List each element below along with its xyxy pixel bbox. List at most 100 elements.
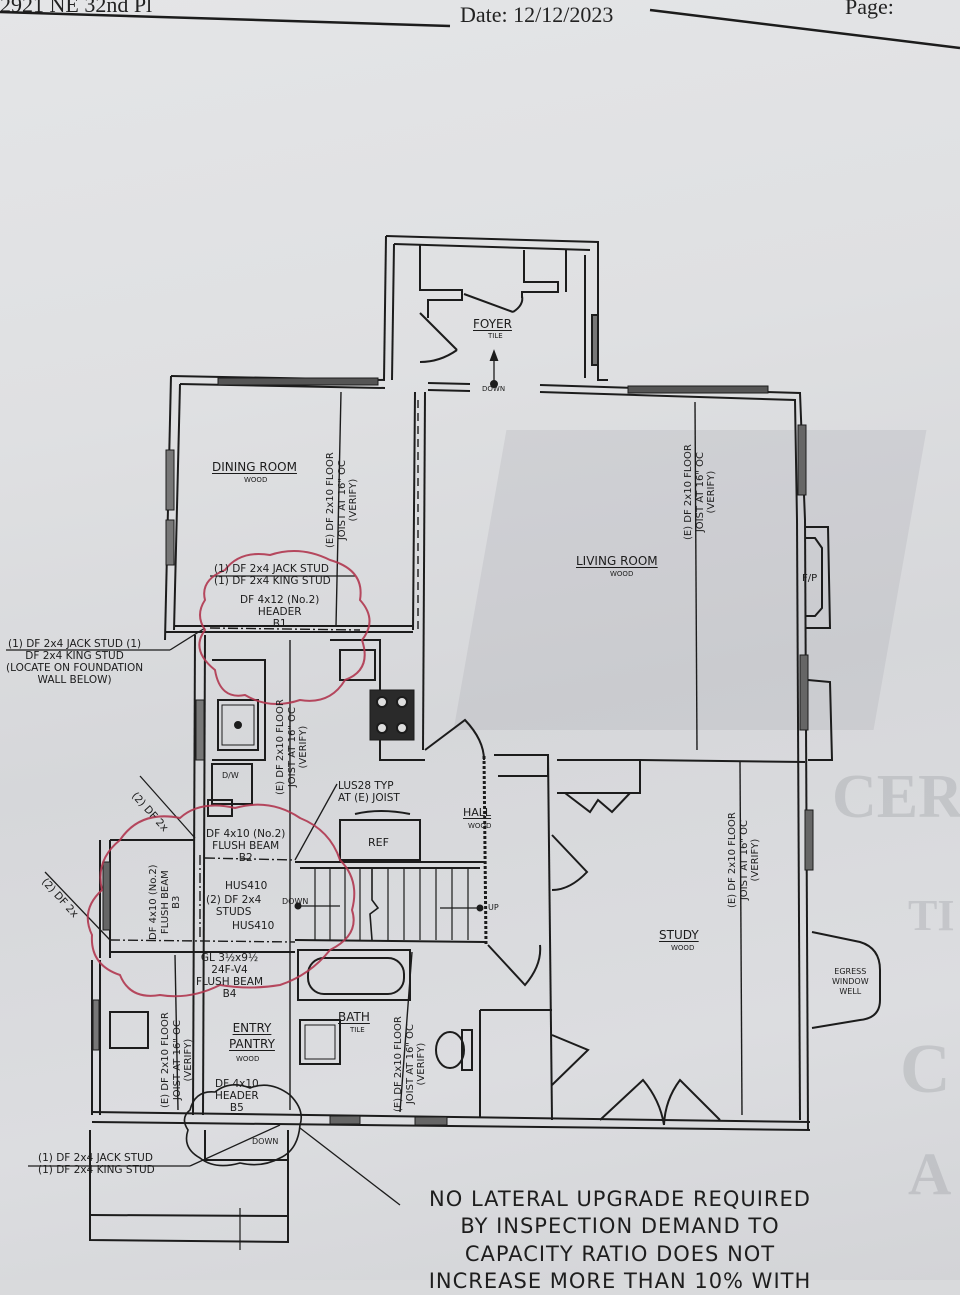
lus-line-1: LUS28 TYP — [338, 780, 394, 792]
page-label: Page: — [845, 0, 894, 19]
joist-line-3: (VERIFY) — [750, 838, 761, 882]
left-locate-note: (LOCATE ON FOUNDATION — [6, 662, 144, 675]
stair-up-label: UP — [488, 903, 499, 912]
general-note-line-4: INCREASE MORE THAN 10% WITH — [428, 1268, 812, 1293]
left-king-stud: DF 2x4 KING STUD — [25, 650, 124, 663]
ghost-stamp-4: A — [908, 1141, 952, 1207]
b3-size: DF 4x10 (No.2) — [148, 864, 159, 940]
general-note-line-3: CAPACITY RATIO DOES NOT — [464, 1241, 776, 1266]
b2-size: DF 4x10 (No.2) — [206, 828, 286, 840]
b5-header-callout: DF 4x10 HEADER B5 — [215, 1078, 259, 1114]
room-finish-living-room: WOOD — [610, 570, 634, 578]
b4-grade: 24F-V4 — [211, 964, 248, 977]
joist-line-3: (VERIFY) — [183, 1038, 194, 1082]
hus410-bottom-callout: HUS410 — [232, 920, 275, 932]
b4-beam-callout: GL 3½x9½ 24F-V4 FLUSH BEAM B4 — [196, 952, 263, 1000]
b2-tag: B2 — [238, 852, 253, 865]
b3-beam-callout: DF 4x10 (No.2) FLUSH BEAM B3 — [148, 864, 183, 940]
left-stud-callout: (1) DF 2x4 JACK STUD (1) DF 2x4 KING STU… — [6, 638, 143, 686]
left-locate-note-2: WALL BELOW) — [37, 674, 112, 687]
egress-window-well-label: EGRESS WINDOW WELL — [832, 967, 869, 997]
room-finish-study: WOOD — [671, 944, 695, 952]
b4-size: GL 3½x9½ — [200, 952, 259, 964]
joist-line-3: (VERIFY) — [348, 478, 359, 522]
b1-tag: B1 — [272, 618, 287, 631]
lus-line-2: AT (E) JOIST — [338, 792, 400, 805]
joist-line-3: (VERIFY) — [416, 1042, 427, 1086]
b3-type: FLUSH BEAM — [159, 870, 171, 935]
b4-type: FLUSH BEAM — [196, 976, 264, 989]
room-label-bath: BATH — [338, 1010, 370, 1024]
room-finish-foyer: TILE — [488, 332, 503, 340]
joist-line-3: (VERIFY) — [706, 470, 717, 514]
bottom-jack-stud: (1) DF 2x4 JACK STUD — [38, 1152, 153, 1164]
stair-down-label: DOWN — [282, 897, 309, 906]
joist-note-kitchen: (E) DF 2x10 FLOOR JOIST AT 16" OC (VERIF… — [275, 699, 310, 795]
joist-note-dining: (E) DF 2x10 FLOOR JOIST AT 16" OC (VERIF… — [325, 452, 360, 548]
studs-size: (2) DF 2x4 — [206, 894, 262, 906]
egress-line-2: WINDOW — [832, 977, 869, 986]
left-jack-stud: (1) DF 2x4 JACK STUD (1) — [8, 638, 142, 650]
foyer-down-label: DOWN — [482, 385, 506, 393]
b3-tag: B3 — [171, 895, 182, 909]
room-label-entry-pantry: ENTRY PANTRY — [229, 1021, 275, 1051]
b1-king-stud: (1) DF 2x4 KING STUD — [214, 575, 331, 588]
room-label-living-room: LIVING ROOM — [576, 554, 658, 568]
joist-line-1: (E) DF 2x10 FLOOR — [683, 444, 694, 540]
joist-note-bath: (E) DF 2x10 FLOOR JOIST AT 16" OC (VERIF… — [393, 1016, 428, 1112]
b1-type: HEADER — [257, 606, 302, 619]
general-lateral-note: NO LATERAL UPGRADE REQUIRED BY INSPECTIO… — [400, 1186, 840, 1295]
joist-line-2: JOIST AT 16" OC — [694, 452, 706, 533]
egress-line-3: WELL — [839, 987, 862, 996]
joist-line-2: JOIST AT 16" OC — [171, 1020, 183, 1101]
dishwasher-label: D/W — [222, 771, 239, 780]
general-note-line-1: NO LATERAL UPGRADE REQUIRED — [429, 1187, 811, 1211]
hus410-top-callout: HUS410 — [225, 880, 268, 892]
room-finish-bath: TILE — [350, 1026, 365, 1034]
lus28-callout: LUS28 TYP AT (E) JOIST — [338, 780, 400, 804]
b2-beam-callout: DF 4x10 (No.2) FLUSH BEAM B2 — [206, 828, 285, 864]
joist-line-1: (E) DF 2x10 FLOOR — [393, 1016, 404, 1112]
b1-stud-callout: (1) DF 2x4 JACK STUD (1) DF 2x4 KING STU… — [214, 563, 331, 587]
b5-type: HEADER — [215, 1090, 259, 1103]
studs-type: STUDS — [215, 906, 252, 919]
studs-callout: (2) DF 2x4 STUDS — [206, 894, 261, 918]
room-finish-entry-pantry: WOOD — [236, 1055, 260, 1063]
b1-size: DF 4x12 (No.2) — [240, 594, 320, 606]
joist-note-living: (E) DF 2x10 FLOOR JOIST AT 16" OC (VERIF… — [683, 444, 718, 540]
ghost-stamp-3: C — [900, 1031, 951, 1108]
room-finish-hall: WOOD — [468, 822, 492, 830]
joist-line-1: (E) DF 2x10 FLOOR — [325, 452, 336, 548]
joist-line-1: (E) DF 2x10 FLOOR — [727, 812, 738, 908]
joist-note-study: (E) DF 2x10 FLOOR JOIST AT 16" OC (VERIF… — [727, 812, 762, 908]
bottom-stud-callout: (1) DF 2x4 JACK STUD (1) DF 2x4 KING STU… — [38, 1152, 155, 1176]
joist-line-2: JOIST AT 16" OC — [404, 1024, 416, 1105]
b2-type: FLUSH BEAM — [212, 840, 280, 853]
refrigerator-label: REF — [368, 836, 389, 849]
room-label-hall: HALL — [463, 806, 492, 819]
fireplace-label: F/P — [802, 573, 818, 584]
date-header: Date: 12/12/2023 — [460, 2, 614, 27]
general-note-line-2: BY INSPECTION DEMAND TO — [460, 1214, 780, 1239]
joist-line-2: JOIST AT 16" OC — [336, 460, 348, 541]
joist-note-pantry: (E) DF 2x10 FLOOR JOIST AT 16" OC (VERIF… — [160, 1012, 195, 1108]
room-label-foyer: FOYER — [473, 317, 512, 331]
room-finish-dining-room: WOOD — [244, 476, 268, 484]
room-label-study: STUDY — [659, 928, 699, 942]
b1-header-callout: DF 4x12 (No.2) HEADER B1 — [240, 594, 319, 630]
joist-line-1: (E) DF 2x10 FLOOR — [275, 699, 286, 795]
joist-line-2: JOIST AT 16" OC — [286, 707, 298, 788]
joist-line-3: (VERIFY) — [298, 725, 309, 769]
ghost-stamp-2: TI — [908, 891, 955, 940]
b4-tag: B4 — [222, 988, 237, 1001]
ghost-stamp-1: CER — [832, 763, 960, 831]
b1-jack-stud: (1) DF 2x4 JACK STUD — [214, 563, 329, 575]
b5-size: DF 4x10 — [215, 1078, 259, 1090]
joist-line-2: JOIST AT 16" OC — [738, 820, 750, 901]
b5-tag: B5 — [229, 1102, 244, 1115]
room-label-dining-room: DINING ROOM — [212, 460, 297, 474]
egress-line-1: EGRESS — [834, 967, 867, 976]
joist-line-1: (E) DF 2x10 FLOOR — [160, 1012, 171, 1108]
entry-down-label: DOWN — [252, 1137, 279, 1146]
